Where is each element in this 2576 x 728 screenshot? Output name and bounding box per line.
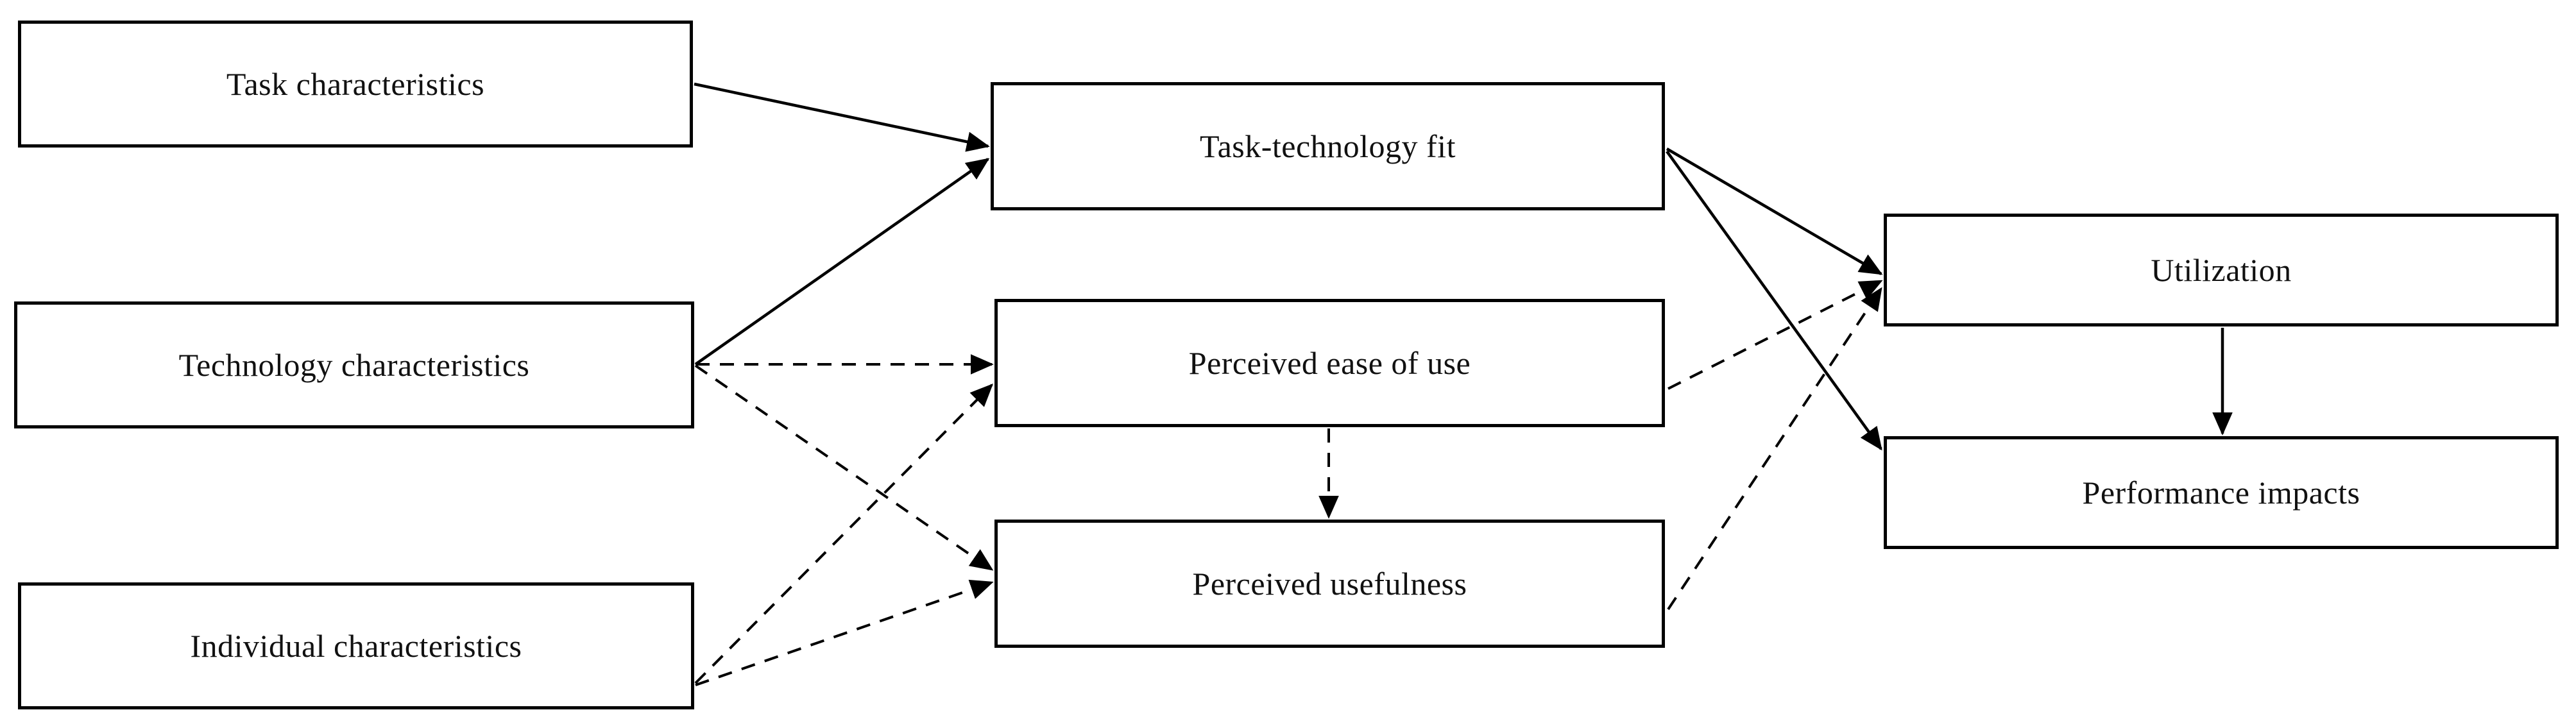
edge-task_to_fit: [694, 82, 990, 152]
edge-pu_to_utilization: [1667, 287, 1882, 611]
edge-fit_to_performance: [1666, 150, 1882, 451]
edge-fit_to_utilization: [1666, 148, 1883, 275]
node-label: Perceived ease of use: [1188, 344, 1471, 381]
node-perceived-ease-of-use[interactable]: Perceived ease of use: [994, 299, 1665, 427]
node-technology-characteristics[interactable]: Technology characteristics: [14, 301, 694, 428]
node-perceived-usefulness[interactable]: Perceived usefulness: [994, 520, 1665, 648]
node-label: Performance impacts: [2082, 474, 2360, 511]
node-task-technology-fit[interactable]: Task-technology fit: [991, 82, 1665, 210]
edge-tech_to_fit: [694, 158, 990, 366]
edge-tech_to_pu: [694, 364, 994, 571]
node-label: Technology characteristics: [178, 346, 530, 383]
node-label: Task characteristics: [226, 65, 485, 102]
node-label: Task-technology fit: [1200, 128, 1456, 164]
edge-indiv_to_peou: [694, 383, 994, 684]
node-individual-characteristics[interactable]: Individual characteristics: [18, 582, 694, 709]
node-label: Individual characteristics: [190, 627, 522, 664]
node-label: Perceived usefulness: [1192, 565, 1467, 602]
node-utilization[interactable]: Utilization: [1884, 214, 2559, 326]
node-performance-impacts[interactable]: Performance impacts: [1884, 436, 2559, 549]
edge-peou_to_utilization: [1668, 280, 1883, 390]
node-label: Utilization: [2151, 251, 2292, 288]
node-task-characteristics[interactable]: Task characteristics: [18, 21, 693, 148]
edge-indiv_to_pu: [695, 579, 994, 686]
